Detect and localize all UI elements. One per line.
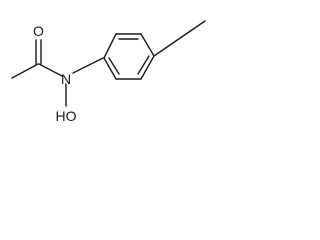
hydroxyl-label: HO [56,108,77,124]
carbonyl-nitrogen-bond [38,63,63,77]
ring-bond-1 [103,33,117,59]
ring-bond-4 [140,55,155,80]
ring-bond-6 [103,57,117,80]
nitrogen-ring-bond [72,57,104,74]
ring-inner-bond-2 [137,55,150,75]
ring-bond-3 [140,33,155,57]
methyl-bond [11,63,39,79]
para-methyl-bond [153,20,206,57]
nitrogen-label: N [61,71,71,87]
chemical-structure: O N HO [11,20,206,124]
ring-inner-bond-3 [108,57,120,75]
carbonyl-oxygen-label: O [33,23,44,39]
